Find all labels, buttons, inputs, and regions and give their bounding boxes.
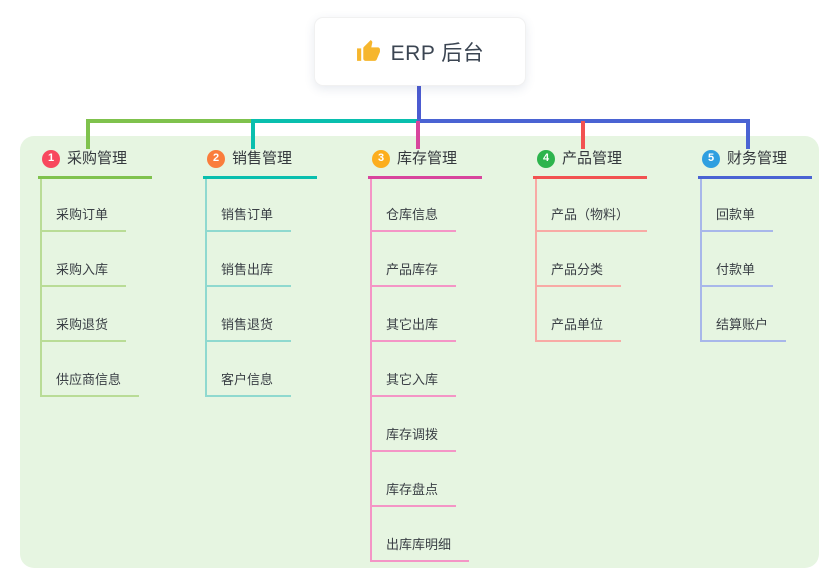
branch-child-spine [205,179,207,397]
bus-segment-1 [86,119,253,123]
child-node[interactable]: 产品单位 [535,316,622,342]
branch-node-3[interactable]: 3 库存管理 [368,148,482,179]
branch-connector-3 [416,121,420,149]
branch-connector-4 [581,121,585,149]
branch-number-badge: 4 [537,149,555,168]
child-node[interactable]: 采购入库 [40,261,127,287]
branch-number-badge: 5 [702,149,720,168]
child-node[interactable]: 产品（物料） [535,206,648,232]
root-node[interactable]: ERP 后台 [314,17,526,86]
branch-child-spine [700,179,702,342]
root-connector [417,84,421,121]
branch-child-spine [535,179,537,342]
branch-title-label: 产品管理 [562,150,623,167]
branch-node-1[interactable]: 1 采购管理 [38,148,152,179]
child-node[interactable]: 产品库存 [370,261,457,287]
branch-title-label: 采购管理 [67,150,128,167]
child-node[interactable]: 结算账户 [700,316,787,342]
branch-connector-2 [251,121,255,149]
child-node[interactable]: 客户信息 [205,371,292,397]
child-node[interactable]: 付款单 [700,261,774,287]
branches-panel [20,136,819,568]
branch-3: 3 库存管理仓库信息产品库存其它出库其它入库库存调拨库存盘点出库库明细 [368,148,533,568]
branch-number-badge: 3 [372,149,390,168]
branch-node-4[interactable]: 4 产品管理 [533,148,647,179]
bus-segment-2 [251,119,418,123]
child-node[interactable]: 其它出库 [370,316,457,342]
branch-5: 5 财务管理回款单付款单结算账户 [698,148,839,568]
child-node[interactable]: 产品分类 [535,261,622,287]
child-node[interactable]: 库存调拨 [370,426,457,452]
branch-node-2[interactable]: 2 销售管理 [203,148,317,179]
child-node[interactable]: 供应商信息 [40,371,140,397]
child-node[interactable]: 采购退货 [40,316,127,342]
branch-2: 2 销售管理销售订单销售出库销售退货客户信息 [203,148,368,568]
child-node[interactable]: 库存盘点 [370,481,457,507]
branch-title-label: 财务管理 [727,150,788,167]
child-node[interactable]: 回款单 [700,206,774,232]
branch-number-badge: 1 [42,149,60,168]
child-node[interactable]: 其它入库 [370,371,457,397]
root-title: ERP 后台 [390,41,485,65]
branch-child-spine [370,179,372,562]
branch-title-label: 销售管理 [232,150,293,167]
child-node[interactable]: 销售出库 [205,261,292,287]
child-node[interactable]: 销售订单 [205,206,292,232]
branch-connector-1 [86,121,90,149]
branch-number-badge: 2 [207,149,225,168]
branch-node-5[interactable]: 5 财务管理 [698,148,812,179]
child-node[interactable]: 出库库明细 [370,536,470,562]
branch-title-label: 库存管理 [397,150,458,167]
branch-child-spine [40,179,42,397]
branch-connector-5 [746,121,750,149]
branch-4: 4 产品管理产品（物料） 产品分类产品单位 [533,148,698,568]
thumbs-up-icon [356,39,381,64]
child-node[interactable]: 销售退货 [205,316,292,342]
child-node[interactable]: 仓库信息 [370,206,457,232]
branch-1: 1 采购管理采购订单采购入库采购退货供应商信息 [38,148,203,568]
child-node[interactable]: 采购订单 [40,206,127,232]
